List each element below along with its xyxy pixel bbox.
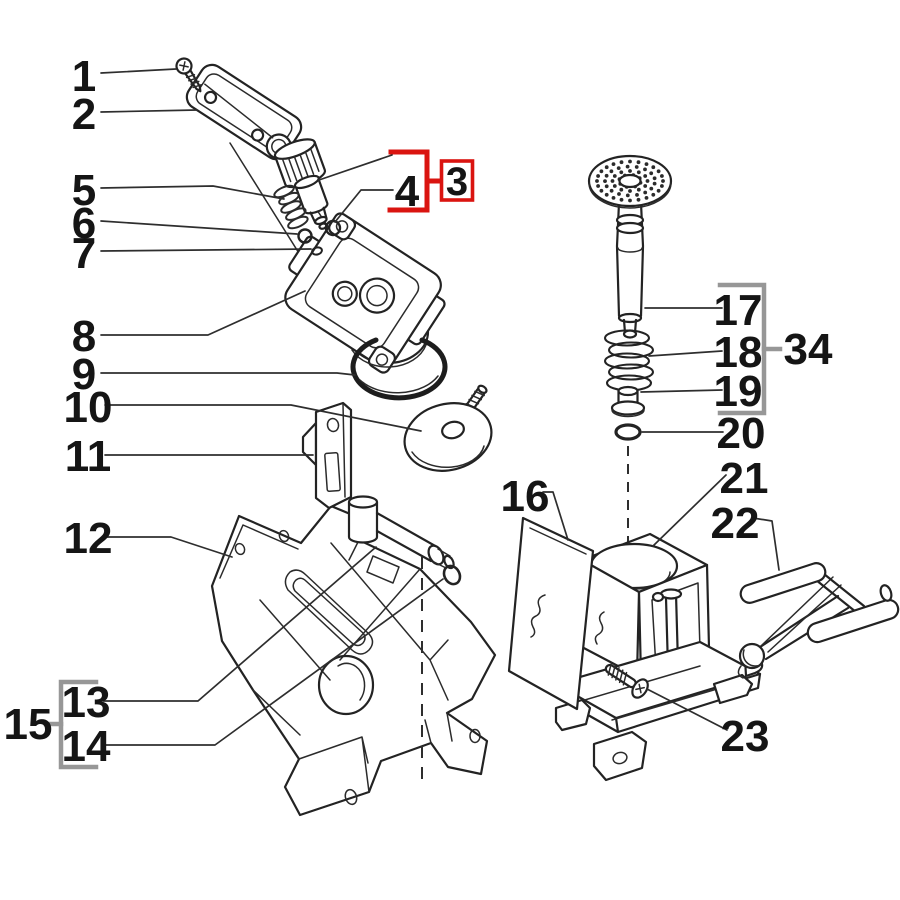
part-o-ring-7 — [311, 246, 323, 256]
callout-13: 13 — [62, 678, 111, 727]
callout-18: 18 — [714, 328, 763, 377]
leader-line-9 — [100, 372, 356, 376]
callout-3: 3 — [446, 160, 468, 204]
callout-23: 23 — [721, 712, 770, 761]
callout-7: 7 — [72, 229, 96, 278]
part-membrane-10 — [403, 384, 493, 472]
leader-lines — [100, 68, 780, 746]
part-o-ring-20 — [614, 423, 642, 441]
callout-12: 12 — [64, 514, 113, 563]
leader-line-7 — [100, 248, 312, 252]
leader-line-14 — [102, 578, 444, 746]
part-valve-piston — [273, 138, 329, 230]
group-3-red-bracket — [387, 149, 475, 213]
part-piston-cap-19 — [610, 385, 646, 418]
part-snap-ring-9 — [350, 337, 448, 401]
callout-numbers: 1 2 3 4 5 6 7 8 9 10 11 12 13 14 15 16 1… — [4, 52, 833, 771]
callout-6: 6 — [72, 199, 96, 248]
callout-1: 1 — [72, 52, 96, 101]
leader-line-18 — [648, 350, 723, 357]
callout-34: 34 — [784, 325, 833, 374]
leader-line-22 — [752, 517, 780, 571]
callout-19: 19 — [714, 367, 763, 416]
callout-15: 15 — [4, 700, 53, 749]
leader-line-23 — [646, 688, 728, 731]
leader-line-8 — [100, 290, 306, 336]
leader-line-3 — [318, 154, 393, 181]
part-screw-23 — [604, 662, 649, 699]
leader-line-19 — [640, 389, 723, 393]
part-support-frame-12 — [210, 504, 497, 817]
callout-20: 20 — [717, 409, 766, 458]
callout-10: 10 — [64, 383, 113, 432]
callout-14: 14 — [62, 722, 111, 771]
part-o-ring-6 — [297, 228, 313, 244]
part-screw-1 — [175, 57, 202, 93]
callout-8: 8 — [72, 312, 96, 361]
part-seal-ring-4 — [324, 219, 342, 237]
part-spring-18 — [603, 329, 655, 392]
part-shower-head-17 — [587, 154, 673, 339]
group-34-gray-bracket — [717, 282, 783, 416]
part-o-ring-14 — [442, 564, 462, 586]
callout-9: 9 — [72, 350, 96, 399]
leader-line-2 — [100, 109, 198, 113]
valve-flange-rim — [351, 344, 427, 368]
leader-line-10 — [104, 404, 422, 432]
leader-line-21 — [652, 474, 727, 547]
leader-line-16 — [542, 491, 569, 541]
callout-2: 2 — [72, 90, 96, 139]
leader-line-4 — [334, 189, 394, 223]
part-bracket-plate-11 — [301, 401, 353, 510]
leader-line-12 — [104, 536, 233, 558]
leader-line-1 — [100, 68, 177, 74]
part-outlet-fitting-13 — [347, 495, 455, 570]
callout-11: 11 — [65, 432, 112, 481]
leader-line-6 — [100, 220, 298, 235]
callout-16: 16 — [501, 472, 550, 521]
part-valve-body-8 — [284, 212, 446, 374]
leader-line-5 — [100, 185, 285, 200]
callout-5: 5 — [72, 166, 96, 215]
part-spring-5 — [273, 184, 309, 230]
group-3-box — [439, 159, 475, 202]
part-cover-panel-16 — [507, 516, 605, 711]
callout-21: 21 — [720, 454, 769, 503]
callout-4: 4 — [395, 167, 420, 216]
callout-17: 17 — [714, 286, 763, 335]
group-15-gray-bracket — [43, 679, 99, 770]
leader-line-13 — [102, 546, 377, 702]
callout-22: 22 — [711, 499, 760, 548]
part-lever-fork-22 — [737, 562, 900, 679]
